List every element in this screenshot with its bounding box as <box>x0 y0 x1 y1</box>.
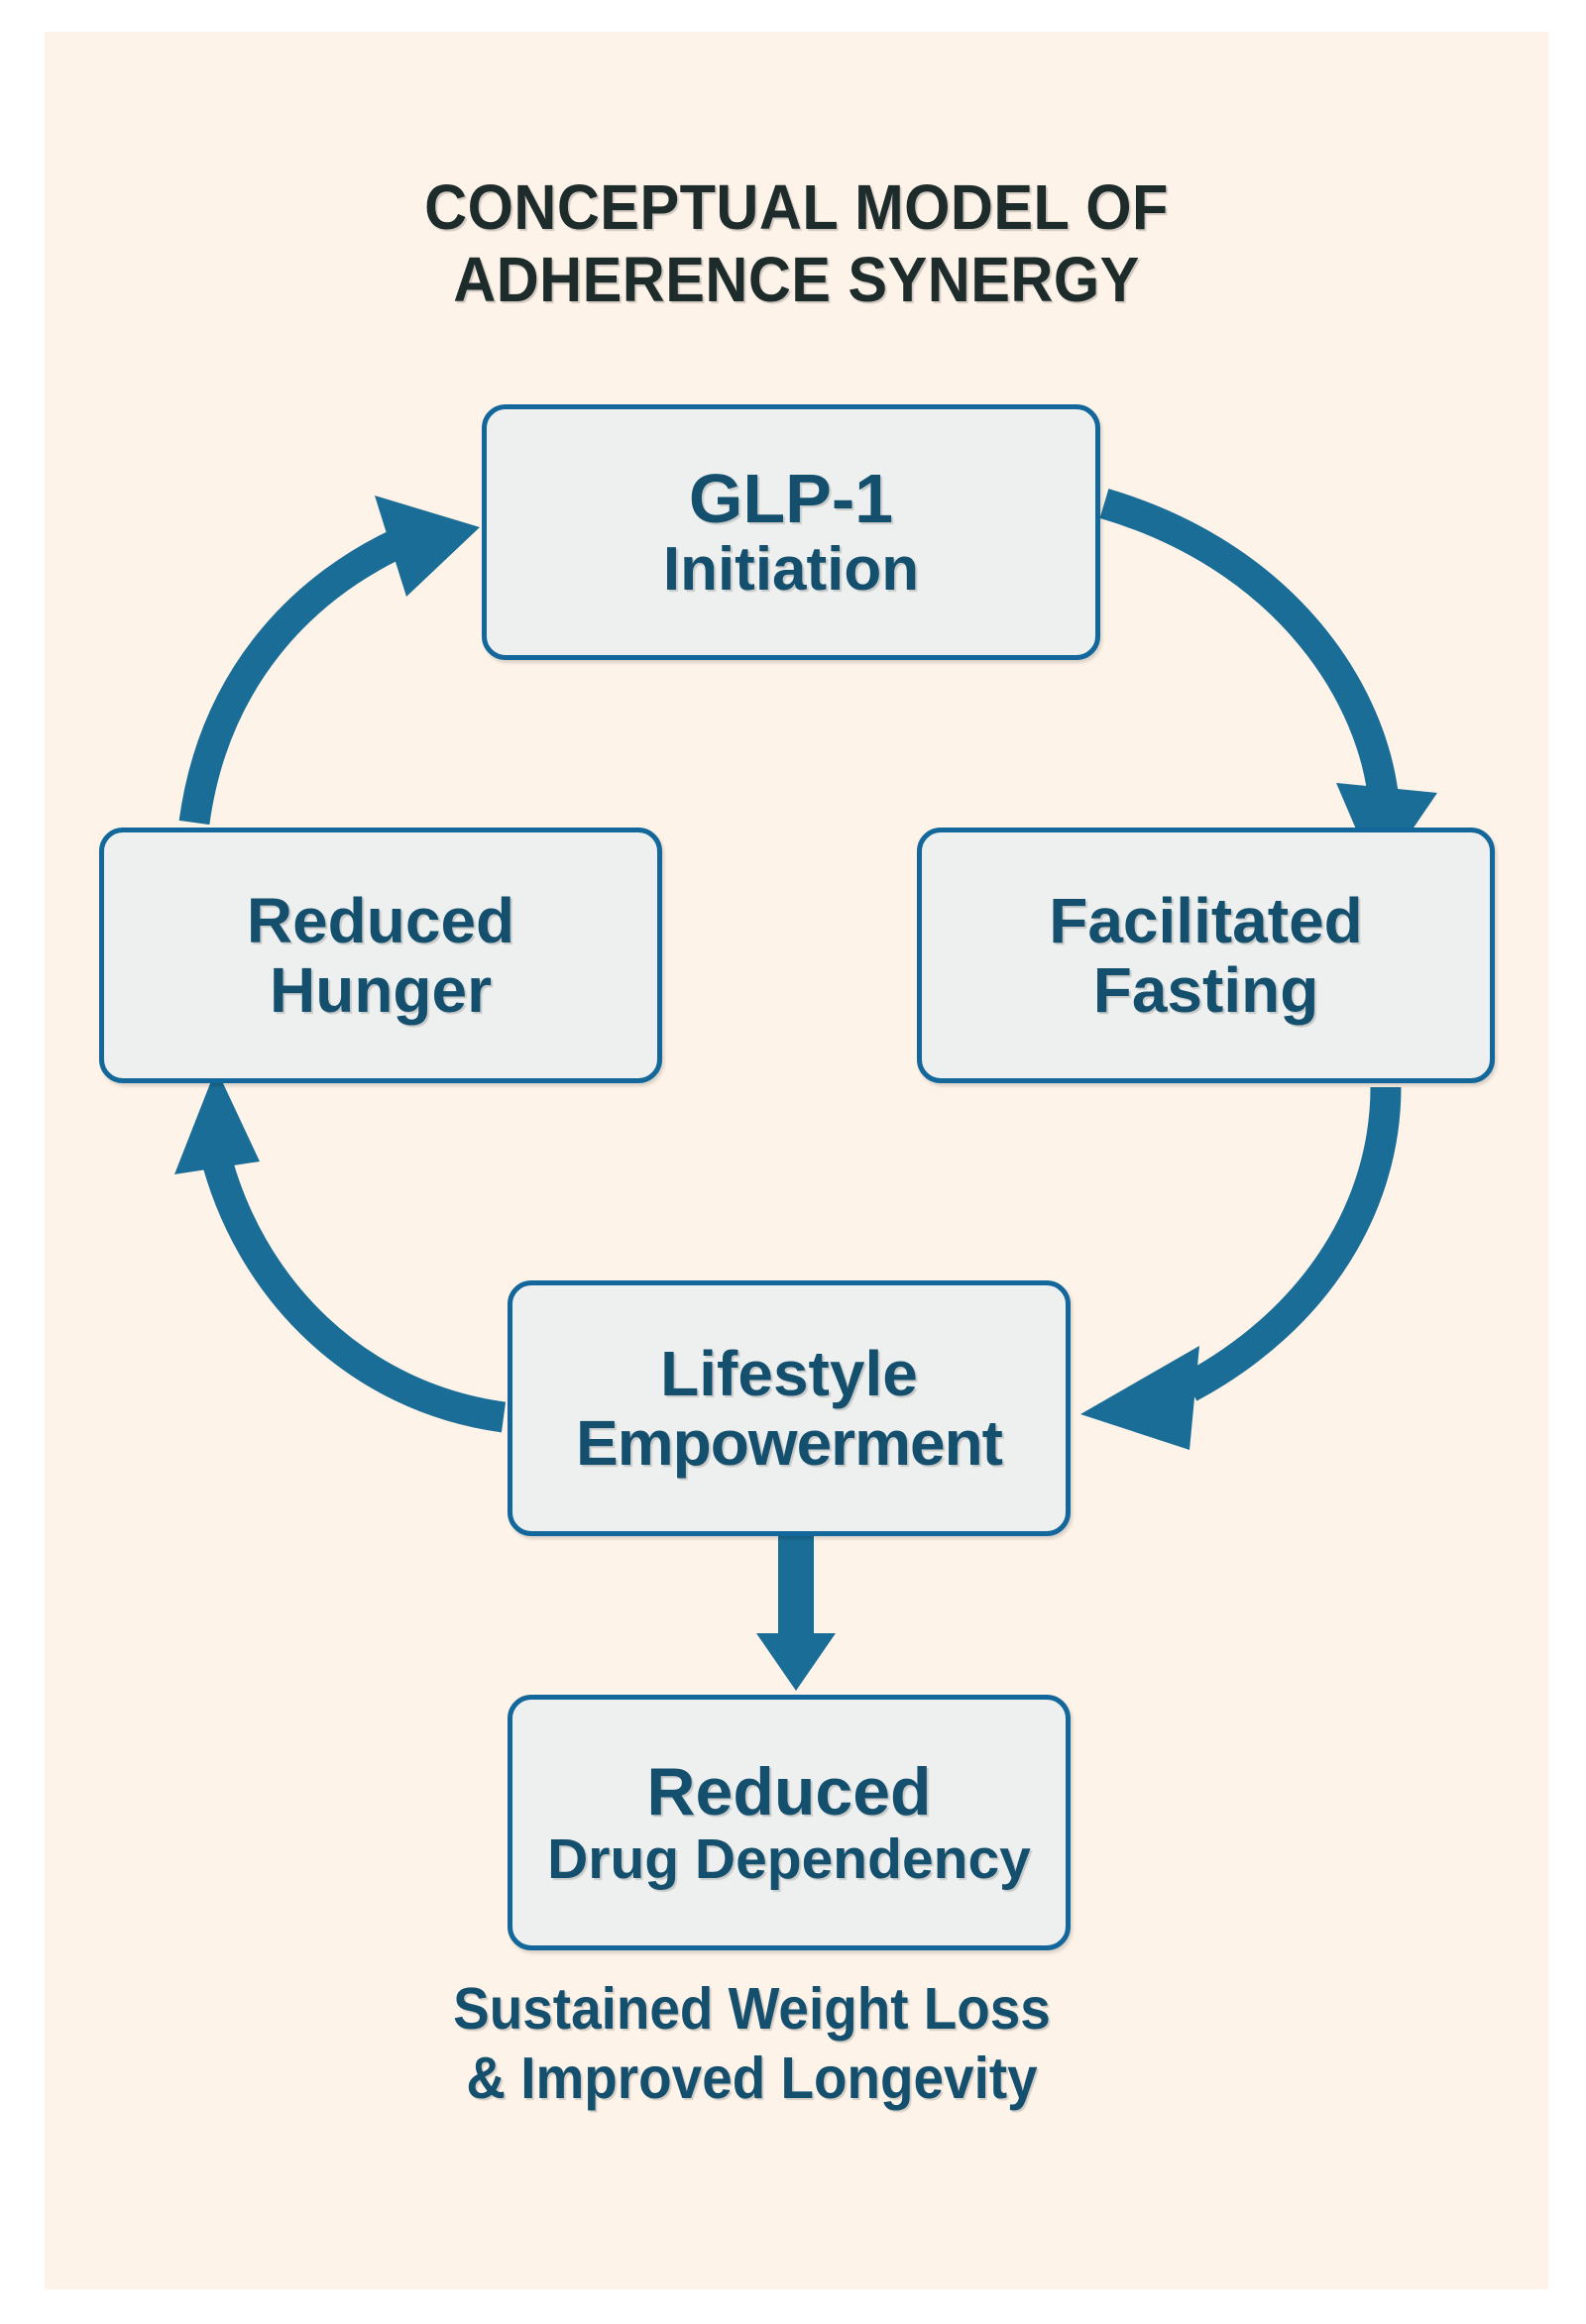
node-lifestyle-line-2: Empowerment <box>576 1407 1003 1479</box>
node-drug-line-1: Reduced <box>646 1753 932 1829</box>
node-glp1-initiation[interactable]: GLP-1 Initiation <box>482 404 1100 660</box>
page-title: CONCEPTUAL MODEL OF ADHERENCE SYNERGY <box>97 171 1496 316</box>
node-facilitated-fasting[interactable]: Facilitated Fasting <box>917 828 1495 1083</box>
title-line-1: CONCEPTUAL MODEL OF <box>424 170 1169 243</box>
title-line-2: ADHERENCE SYNERGY <box>453 243 1140 315</box>
node-lifestyle-line-1: Lifestyle <box>660 1338 918 1409</box>
node-reduced-hunger[interactable]: Reduced Hunger <box>99 828 662 1083</box>
caption-line-2: & Improved Longevity <box>466 2045 1038 2111</box>
node-drug-line-2: Drug Dependency <box>547 1826 1031 1891</box>
node-lifestyle-empowerment[interactable]: Lifestyle Empowerment <box>508 1280 1071 1536</box>
node-hunger-line-2: Hunger <box>270 954 492 1026</box>
node-glp1-line-2: Initiation <box>662 535 920 604</box>
node-glp1-line-1: GLP-1 <box>688 460 894 537</box>
node-fasting-line-1: Facilitated <box>1049 885 1363 956</box>
poster-canvas: CONCEPTUAL MODEL OF ADHERENCE SYNERGY <box>45 32 1548 2289</box>
outcome-caption: Sustained Weight Loss & Improved Longevi… <box>53 1975 1451 2113</box>
caption-line-1: Sustained Weight Loss <box>453 1976 1051 2042</box>
node-hunger-line-1: Reduced <box>246 885 515 956</box>
node-fasting-line-2: Fasting <box>1092 954 1319 1026</box>
node-reduced-drug-dependency[interactable]: Reduced Drug Dependency <box>508 1695 1071 1950</box>
